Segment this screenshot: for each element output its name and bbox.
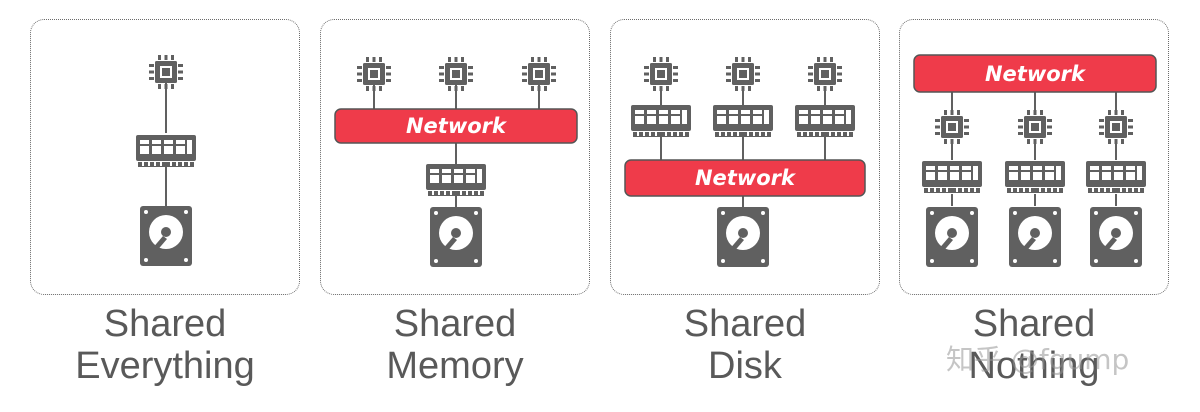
memory-module-icon bbox=[426, 164, 486, 196]
hard-disk-icon bbox=[430, 207, 482, 267]
network-bar bbox=[624, 159, 866, 197]
caption-line-1: Shared bbox=[103, 303, 227, 345]
shared-everything-diagram bbox=[136, 55, 196, 266]
caption-line-1: Shared bbox=[972, 303, 1096, 345]
caption-line-2: Nothing bbox=[968, 345, 1100, 387]
hard-disk-icon bbox=[140, 206, 192, 266]
shared-memory-caption: Shared Memory bbox=[320, 303, 590, 387]
caption-line-2: Memory bbox=[386, 345, 524, 387]
shared-nothing-diagram: Network bbox=[913, 54, 1157, 267]
watermark: 知乎 @fgump bbox=[946, 343, 1130, 376]
caption-line-1: Shared bbox=[393, 303, 517, 345]
caption-line-2: Disk bbox=[708, 345, 782, 387]
memory-module-icon bbox=[922, 161, 982, 193]
network-label: Network bbox=[406, 114, 508, 138]
cpu-chip-icon bbox=[808, 57, 842, 91]
shared-everything-panel bbox=[30, 19, 300, 295]
cpu-chip-icon bbox=[935, 110, 969, 144]
cpu-chip-icon bbox=[726, 57, 760, 91]
network-bar bbox=[334, 108, 578, 144]
network-label: Network bbox=[985, 62, 1087, 86]
shared-everything-caption: Shared Everything bbox=[30, 303, 300, 387]
shared-memory-panel: Network bbox=[320, 19, 590, 295]
memory-module-icon bbox=[1005, 161, 1065, 193]
shared-memory-diagram: Network bbox=[334, 57, 578, 267]
memory-module-icon bbox=[713, 105, 773, 137]
memory-module-icon bbox=[136, 135, 196, 167]
memory-module-icon bbox=[631, 105, 691, 137]
network-label: Network bbox=[695, 166, 797, 190]
cpu-chip-icon bbox=[644, 57, 678, 91]
hard-disk-icon bbox=[1009, 207, 1061, 267]
hard-disk-icon bbox=[926, 207, 978, 267]
shared-disk-caption: Shared Disk bbox=[610, 303, 880, 387]
shared-disk-panel: Network bbox=[610, 19, 880, 295]
hard-disk-icon bbox=[1090, 207, 1142, 267]
memory-module-icon bbox=[1086, 161, 1146, 193]
memory-module-icon bbox=[795, 105, 855, 137]
cpu-chip-icon bbox=[1099, 110, 1133, 144]
caption-line-2: Everything bbox=[75, 345, 255, 387]
shared-nothing-panel: Network bbox=[899, 19, 1169, 295]
shared-nothing-caption: Shared Nothing bbox=[899, 303, 1169, 387]
cpu-chip-icon bbox=[1018, 110, 1052, 144]
hard-disk-icon bbox=[717, 207, 769, 267]
network-bar bbox=[913, 54, 1157, 93]
caption-line-1: Shared bbox=[683, 303, 807, 345]
shared-disk-diagram: Network bbox=[624, 57, 866, 267]
